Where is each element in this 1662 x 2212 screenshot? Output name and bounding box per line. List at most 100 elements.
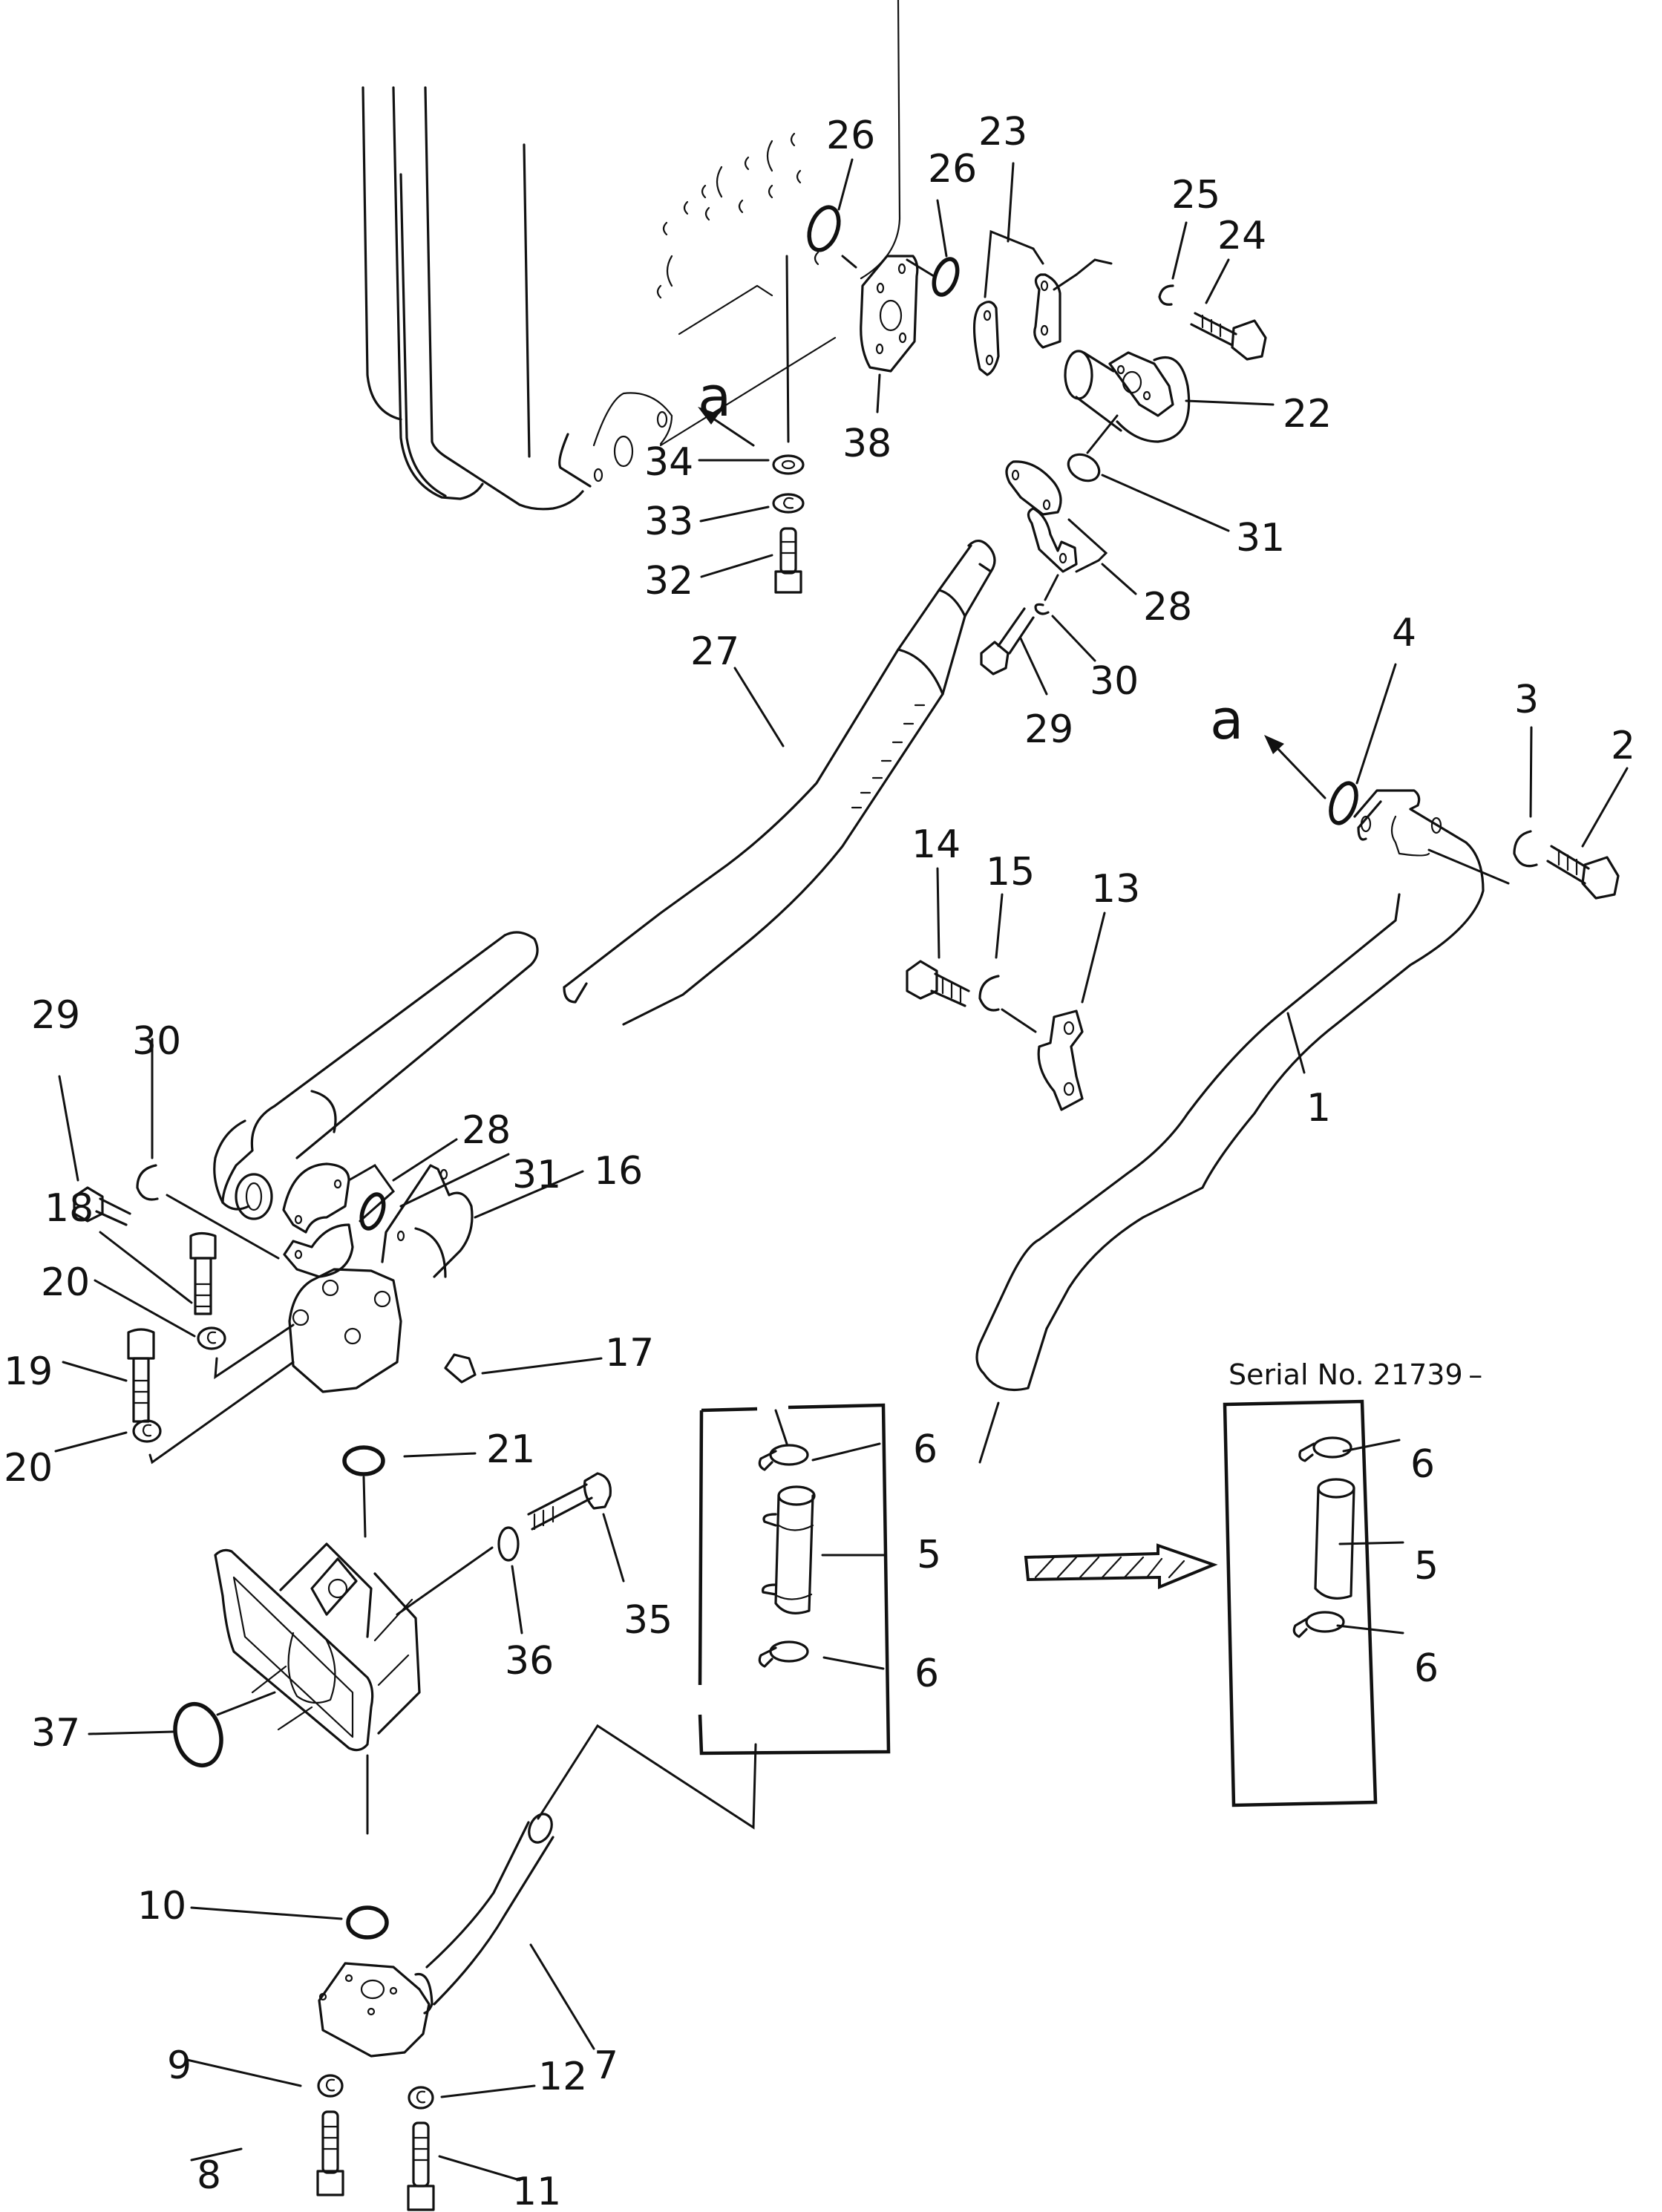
callout-18: 18 [45,1186,94,1231]
view-reference-a-tube: a [1210,688,1243,752]
part-5-hose-old [762,1485,887,1614]
part-6-hose-clamp-new-top [1298,1436,1401,1462]
callout-6-new-bottom: 6 [1414,1646,1439,1691]
part-8-bolt [190,2110,344,2196]
callout-9: 9 [167,2044,192,2088]
hydraulic-tank [361,0,901,511]
callout-34: 34 [644,440,693,485]
part-10-o-ring [190,1905,389,1940]
part-30-spring-washer-upper [1034,574,1096,662]
callout-15: 15 [986,850,1035,894]
part-36-spring-washer [396,1526,523,1635]
callout-24: 24 [1217,214,1266,258]
callout-20-upper: 20 [41,1260,90,1305]
part-24-bolt [1190,258,1267,361]
callout-25: 25 [1171,173,1220,217]
callout-3: 3 [1514,678,1539,722]
hose-assembly-box-new [1223,1399,1378,1807]
part-23-split-flange [972,162,1113,376]
part-32-bolt [700,527,802,594]
callout-30-upper: 30 [1090,659,1139,704]
part-28-split-flange-upper [1005,460,1137,595]
callout-22: 22 [1283,392,1332,436]
part-26-o-ring-visible-right [906,199,960,297]
part-38-flange [841,255,919,413]
callout-26-upper: 26 [826,114,875,158]
callout-27: 27 [690,629,739,674]
part-6-hose-clamp-old-top [758,1409,881,1471]
callout-30-lower: 30 [132,1019,181,1064]
callout-7: 7 [594,2044,618,2088]
callout-8: 8 [197,2153,221,2198]
part-18-bolt [99,1231,217,1315]
serial-number-note: Serial No. 21739 – [1228,1358,1482,1391]
part-20-spring-washer-upper [94,1279,295,1379]
callout-2: 2 [1611,724,1635,768]
callout-20-lower: 20 [4,1446,53,1491]
callout-11: 11 [512,2170,561,2212]
callout-5-new: 5 [1414,1544,1439,1588]
part-21-o-ring [342,1445,477,1538]
callout-36: 36 [505,1639,554,1683]
part-7-tube [318,1724,757,2058]
callout-6-old-top: 6 [913,1427,938,1472]
part-27-hose [213,540,996,1220]
part-20-spring-washer-lower [54,1361,295,1465]
callout-32: 32 [644,559,693,603]
part-29-bolt-upper [980,607,1048,696]
part-34-washer [698,255,805,475]
callout-38: 38 [843,422,891,466]
callout-6-new-top: 6 [1410,1442,1435,1487]
view-reference-a-tank: a [698,365,731,429]
part-12-spring-washer [408,2084,536,2110]
callout-14: 14 [912,822,961,867]
part-31-o-ring-lower [359,1153,510,1231]
part-5-hose-new [1314,1478,1404,1600]
callout-5-old: 5 [917,1533,941,1577]
part-6-hose-clamp-new-bottom [1292,1611,1404,1638]
callout-28-upper: 28 [1143,585,1192,629]
callout-29-lower: 29 [31,993,80,1038]
callout-31-upper: 31 [1236,516,1285,560]
callout-6-old-bottom: 6 [915,1652,939,1696]
tank-bolt-holes [656,132,819,299]
part-25-spring-washer [1158,221,1188,306]
hose-assembly-box-old [698,1403,891,1755]
callout-21: 21 [486,1427,535,1472]
callout-29-upper: 29 [1024,707,1073,752]
callout-35: 35 [624,1598,673,1643]
part-13-clamp [1037,912,1106,1111]
part-22-elbow [1064,350,1275,443]
callout-28-lower: 28 [462,1108,511,1153]
part-9-spring-washer [186,2058,344,2098]
hydraulic-pump [214,1542,421,1835]
callout-16: 16 [594,1149,643,1194]
change-arrow [1024,1543,1218,1589]
callout-4: 4 [1392,611,1416,655]
part-16-elbow [288,1164,584,1393]
part-37-o-ring [88,1701,223,1768]
callout-37: 37 [31,1711,80,1755]
part-29-bolt-lower [58,1075,131,1226]
part-19-bolt [62,1328,155,1423]
part-28-split-flange-lower [282,1138,458,1278]
part-3-spring-washer [1513,726,1538,868]
callout-26-lower: 26 [928,147,977,192]
callout-1: 1 [1306,1086,1331,1130]
callout-10: 10 [137,1884,186,1928]
part-26-o-ring-upper [807,158,854,252]
part-17-plug [444,1353,603,1384]
callout-23: 23 [978,110,1027,154]
part-11-bolt [407,2121,521,2211]
part-31-o-ring-upper [1067,414,1230,532]
part-33-spring-washer [699,493,805,523]
part-14-bolt [906,867,970,1007]
callout-17: 17 [605,1331,654,1375]
part-6-hose-clamp-old-bottom [758,1640,885,1670]
part-2-bolt [1546,767,1629,900]
callout-12: 12 [538,2055,587,2099]
part-30-spring-washer-lower [136,1038,280,1260]
callout-33: 33 [644,500,693,544]
